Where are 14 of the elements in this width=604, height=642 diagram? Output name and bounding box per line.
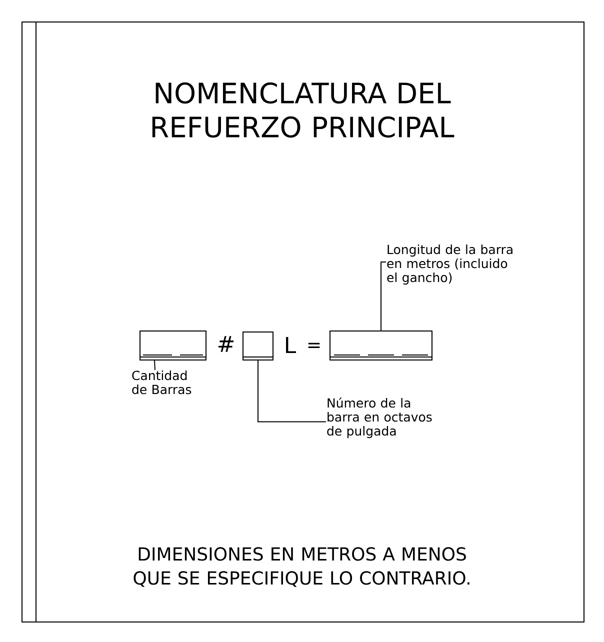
symbol: = <box>308 342 320 348</box>
symbol: L <box>286 336 296 354</box>
fill-in-box <box>242 332 274 360</box>
fill-in-box <box>140 330 206 360</box>
leader-label: Cantidad de Barras <box>132 370 192 394</box>
leader-line <box>258 360 326 422</box>
leader-label: Longitud de la barra en metros (incluido el gancho) <box>387 244 512 285</box>
symbol: # <box>218 336 234 352</box>
note: DIMENSIONES EN METROS A MENOS QUE SE ESPECIFIQUE LO CONTRARIO. <box>134 547 470 587</box>
leader-label: Número de la barra en octavos de pulgada <box>327 398 432 438</box>
fill-in-box <box>330 330 432 360</box>
leader-line <box>380 262 386 331</box>
title: NOMENCLATURA DEL REFUERZO PRINCIPAL <box>152 82 454 138</box>
leader-line <box>154 360 156 370</box>
